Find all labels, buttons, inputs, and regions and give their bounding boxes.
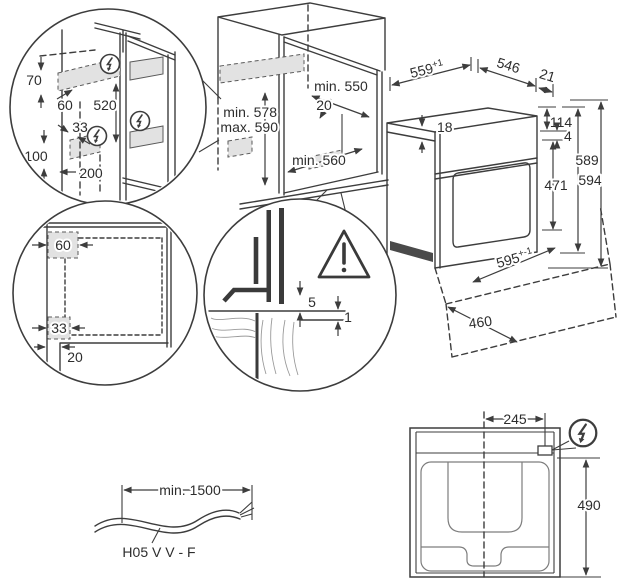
dim-5: 5: [308, 294, 316, 310]
warning-icon: [317, 229, 371, 279]
dim-60: 60: [57, 97, 73, 113]
dim-595: 595+-1: [494, 245, 534, 271]
detail-connection-zones: 70 60 520 33 100 200: [22, 22, 176, 201]
dim-520: 520: [93, 97, 117, 113]
dim-70: 70: [26, 72, 42, 88]
oven-front-left-edge: [434, 130, 441, 269]
oven-door-window: [452, 162, 531, 248]
rear-panel: [420, 461, 550, 572]
power-connection-icon: [129, 110, 151, 132]
dim-589: 589: [575, 152, 599, 168]
dim-max-height: max. 590: [220, 119, 278, 135]
callout-wedge-left: [198, 78, 222, 153]
dim-20: 20: [316, 97, 332, 113]
cable-type-label: H05 V V - F: [122, 544, 195, 560]
dim-cable-length: min. 1500: [159, 482, 221, 498]
wood-grain: [260, 317, 299, 377]
dim-245: 245: [503, 411, 527, 427]
power-connection-icon: [99, 53, 121, 75]
dim-100: 100: [24, 148, 48, 164]
dim-471: 471: [544, 177, 568, 193]
power-callout-tail: [551, 440, 577, 451]
control-panel-edge: [434, 157, 538, 180]
dim-18: 18: [437, 119, 453, 135]
zone-upper-right: [129, 56, 164, 81]
dim-min-depth: min. 550: [314, 78, 368, 94]
power-connection-icon: [568, 418, 598, 448]
dim-559: 559+1: [408, 57, 445, 81]
zone-60: [47, 231, 79, 259]
cable-wire-ends: [239, 501, 255, 518]
connection-zone-upper: [219, 53, 305, 84]
cabinet-front-top-edge: [283, 36, 381, 76]
power-connection-icon: [86, 125, 108, 147]
dim-33: 33: [72, 119, 88, 135]
zone-lower-right: [129, 125, 164, 149]
oven-top-face: [386, 107, 538, 133]
cabinet-front-right-edge: [376, 69, 383, 175]
dim-200: 200: [79, 165, 103, 181]
wood-grain: [210, 317, 257, 339]
dim-min-width: min. 560: [292, 152, 346, 168]
detail-front-gap: 5 1: [208, 208, 371, 380]
niche-outline-dashed: [64, 237, 163, 336]
rear-inner-panel: [447, 462, 523, 533]
rear-view-drawing: 245 490: [409, 409, 603, 578]
oven-drawing: 559+1 546 21 18 114 4 471 589 594 595+-1…: [386, 52, 617, 358]
cable-drawing: min. 1500 H05 V V - F: [94, 480, 255, 562]
connection-box: [537, 445, 553, 456]
cabinet-top-face: [217, 2, 386, 36]
detail-circle-side-zones: [12, 200, 198, 386]
cable-line: [94, 515, 241, 534]
dim-4: 4: [564, 128, 572, 144]
dim-594: 594: [578, 172, 602, 188]
dim-21: 21: [538, 65, 558, 85]
zone-33: [47, 316, 71, 340]
dim-20: 20: [67, 349, 83, 365]
dim-490: 490: [577, 497, 601, 513]
connection-zone-lower: [227, 136, 253, 158]
dim-line-width: [287, 148, 363, 173]
dim-1: 1: [344, 309, 352, 325]
oven-bottom-trim: [390, 241, 433, 262]
detail-side-zones: 60 33 20: [32, 217, 172, 373]
dim-460: 460: [468, 312, 494, 331]
dim-60: 60: [55, 237, 71, 253]
trim-profile: [222, 287, 271, 303]
cable-line: [94, 509, 240, 528]
floor-projection: [434, 204, 617, 358]
dim-min-height: min. 578: [223, 104, 277, 120]
dim-546: 546: [495, 54, 522, 76]
dim-line-depth: [311, 95, 370, 118]
dim-33: 33: [51, 320, 67, 336]
cabinet-drawing: min. 578 max. 590 min. 550 20 min. 560: [198, 2, 389, 247]
